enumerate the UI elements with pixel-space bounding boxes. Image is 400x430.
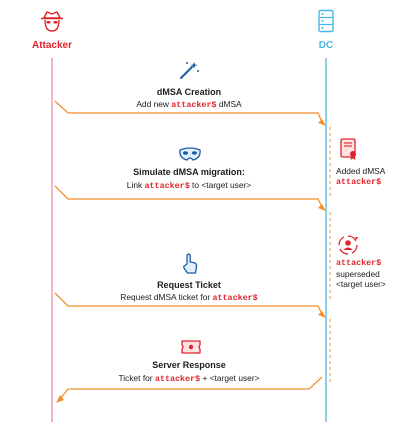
- step-3-desc-pre: Request dMSA ticket for: [120, 292, 213, 302]
- server-icon: [318, 9, 334, 33]
- step-3-desc-highlight: attacker$: [212, 293, 258, 303]
- dc-label: DC: [318, 40, 334, 51]
- step-2-description: Link attacker$ to <target user>: [79, 180, 299, 191]
- ticket-icon: [181, 340, 201, 354]
- dc-note-2-line-2: superseded: [336, 268, 380, 279]
- certificate-icon: [340, 138, 356, 160]
- arrowhead-3: [318, 311, 326, 318]
- arrow-step-3: [54, 292, 323, 315]
- step-4-desc-pre: Ticket for: [118, 373, 155, 383]
- step-4-title: Server Response: [152, 360, 226, 370]
- dc-note-1-line-2: attacker$: [336, 176, 382, 187]
- step-1-title: dMSA Creation: [156, 87, 222, 97]
- step-2-desc-pre: Link: [126, 180, 145, 190]
- dc-note-1-line-1: Added dMSA: [336, 166, 386, 176]
- hacker-icon: [41, 11, 63, 32]
- step-1-description: Add new attacker$ dMSA: [79, 99, 299, 110]
- pointer-hand-icon: [183, 253, 198, 274]
- dc-note-2-line-1: attacker$: [336, 258, 382, 268]
- step-3-title: Request Ticket: [157, 280, 221, 290]
- mask-icon: [179, 147, 201, 161]
- magic-wand-icon: [180, 62, 199, 79]
- step-2-desc-post: to <target user>: [189, 180, 252, 190]
- step-1-desc-post: dMSA: [216, 99, 242, 109]
- step-3-description: Request dMSA ticket for attacker$: [79, 292, 299, 303]
- step-1-desc-highlight: attacker$: [171, 100, 217, 110]
- step-4-desc-highlight: attacker$: [154, 374, 201, 384]
- step-1-desc-pre: Add new: [136, 99, 172, 109]
- arrowhead-1: [318, 119, 326, 126]
- user-swap-icon: [338, 235, 358, 255]
- dc-note-2-line-3: <target user>: [336, 279, 386, 289]
- dc-note-1: Added dMSA attacker$: [336, 166, 385, 187]
- step-2-title: Simulate dMSA migration:: [133, 167, 245, 177]
- step-4-desc-post: + <target user>: [200, 373, 260, 383]
- arrowhead-2: [318, 204, 326, 211]
- step-2-desc-highlight: attacker$: [144, 181, 190, 191]
- arrowhead-4: [56, 395, 64, 403]
- dc-note-2: attacker$ superseded <target user>: [336, 258, 386, 290]
- arrow-step-4: [59, 376, 323, 400]
- arrow-step-1: [54, 100, 323, 123]
- attacker-label: Attacker: [31, 40, 73, 51]
- step-4-description: Ticket for attacker$ + <target user>: [79, 373, 299, 384]
- arrow-step-2: [54, 185, 323, 208]
